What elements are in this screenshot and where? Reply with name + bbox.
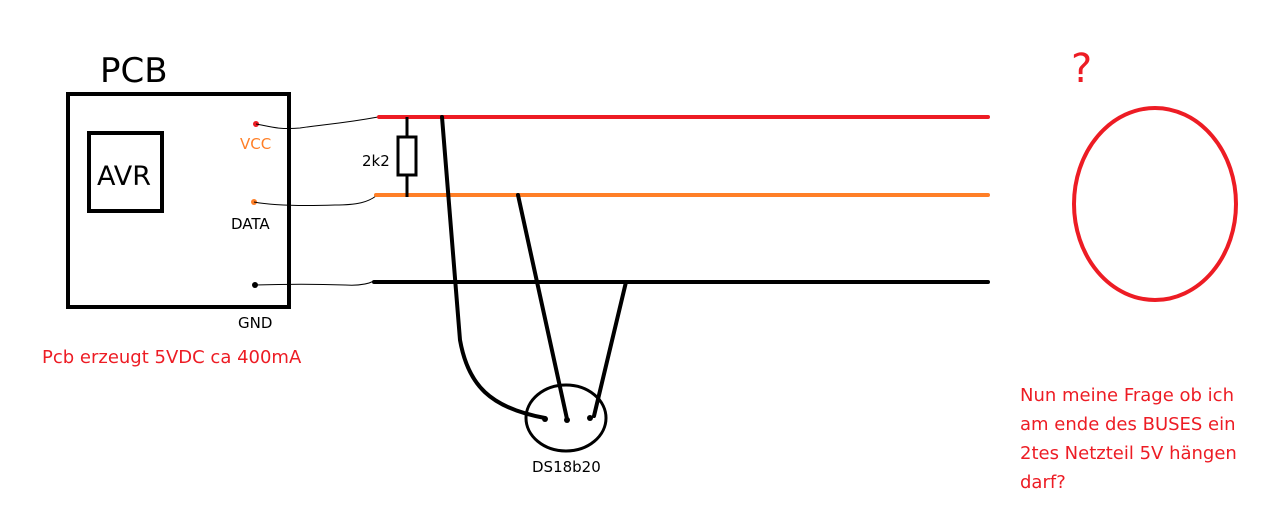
sensor-gnd-lead bbox=[592, 280, 628, 418]
question-line-4: darf? bbox=[1020, 472, 1066, 493]
question-line-1: Nun meine Frage ob ich bbox=[1020, 385, 1234, 406]
sensor-vcc-lead bbox=[440, 115, 547, 420]
board-note: Pcb erzeugt 5VDC ca 400mA bbox=[42, 347, 302, 368]
question-mark: ? bbox=[1071, 46, 1092, 92]
resistor-label: 2k2 bbox=[362, 152, 390, 170]
pcb-title: PCB bbox=[100, 51, 168, 91]
resistor-body bbox=[396, 135, 418, 177]
question-circle bbox=[1072, 106, 1238, 302]
question-line-2: am ende des BUSES ein bbox=[1020, 414, 1236, 435]
sensor-label: DS18b20 bbox=[532, 458, 601, 476]
vcc-pin-label: VCC bbox=[240, 135, 271, 153]
gnd-pin-label: GND bbox=[238, 314, 272, 332]
ds18b20-sensor bbox=[524, 383, 608, 453]
sensor-pin-1 bbox=[542, 416, 548, 422]
avr-label: AVR bbox=[97, 161, 151, 192]
gnd-link-wire bbox=[254, 280, 375, 286]
avr-chip bbox=[87, 131, 164, 213]
pcb-board bbox=[66, 92, 291, 309]
vcc-pin-dot bbox=[253, 121, 259, 127]
vcc-link-wire bbox=[255, 116, 379, 129]
sensor-pin-3 bbox=[587, 415, 593, 421]
data-pin-label: DATA bbox=[231, 215, 270, 233]
sensor-pin-2 bbox=[564, 417, 570, 423]
data-link-wire bbox=[253, 195, 377, 207]
question-line-3: 2tes Netzteil 5V hängen bbox=[1020, 443, 1237, 464]
sensor-data-lead bbox=[516, 193, 569, 421]
